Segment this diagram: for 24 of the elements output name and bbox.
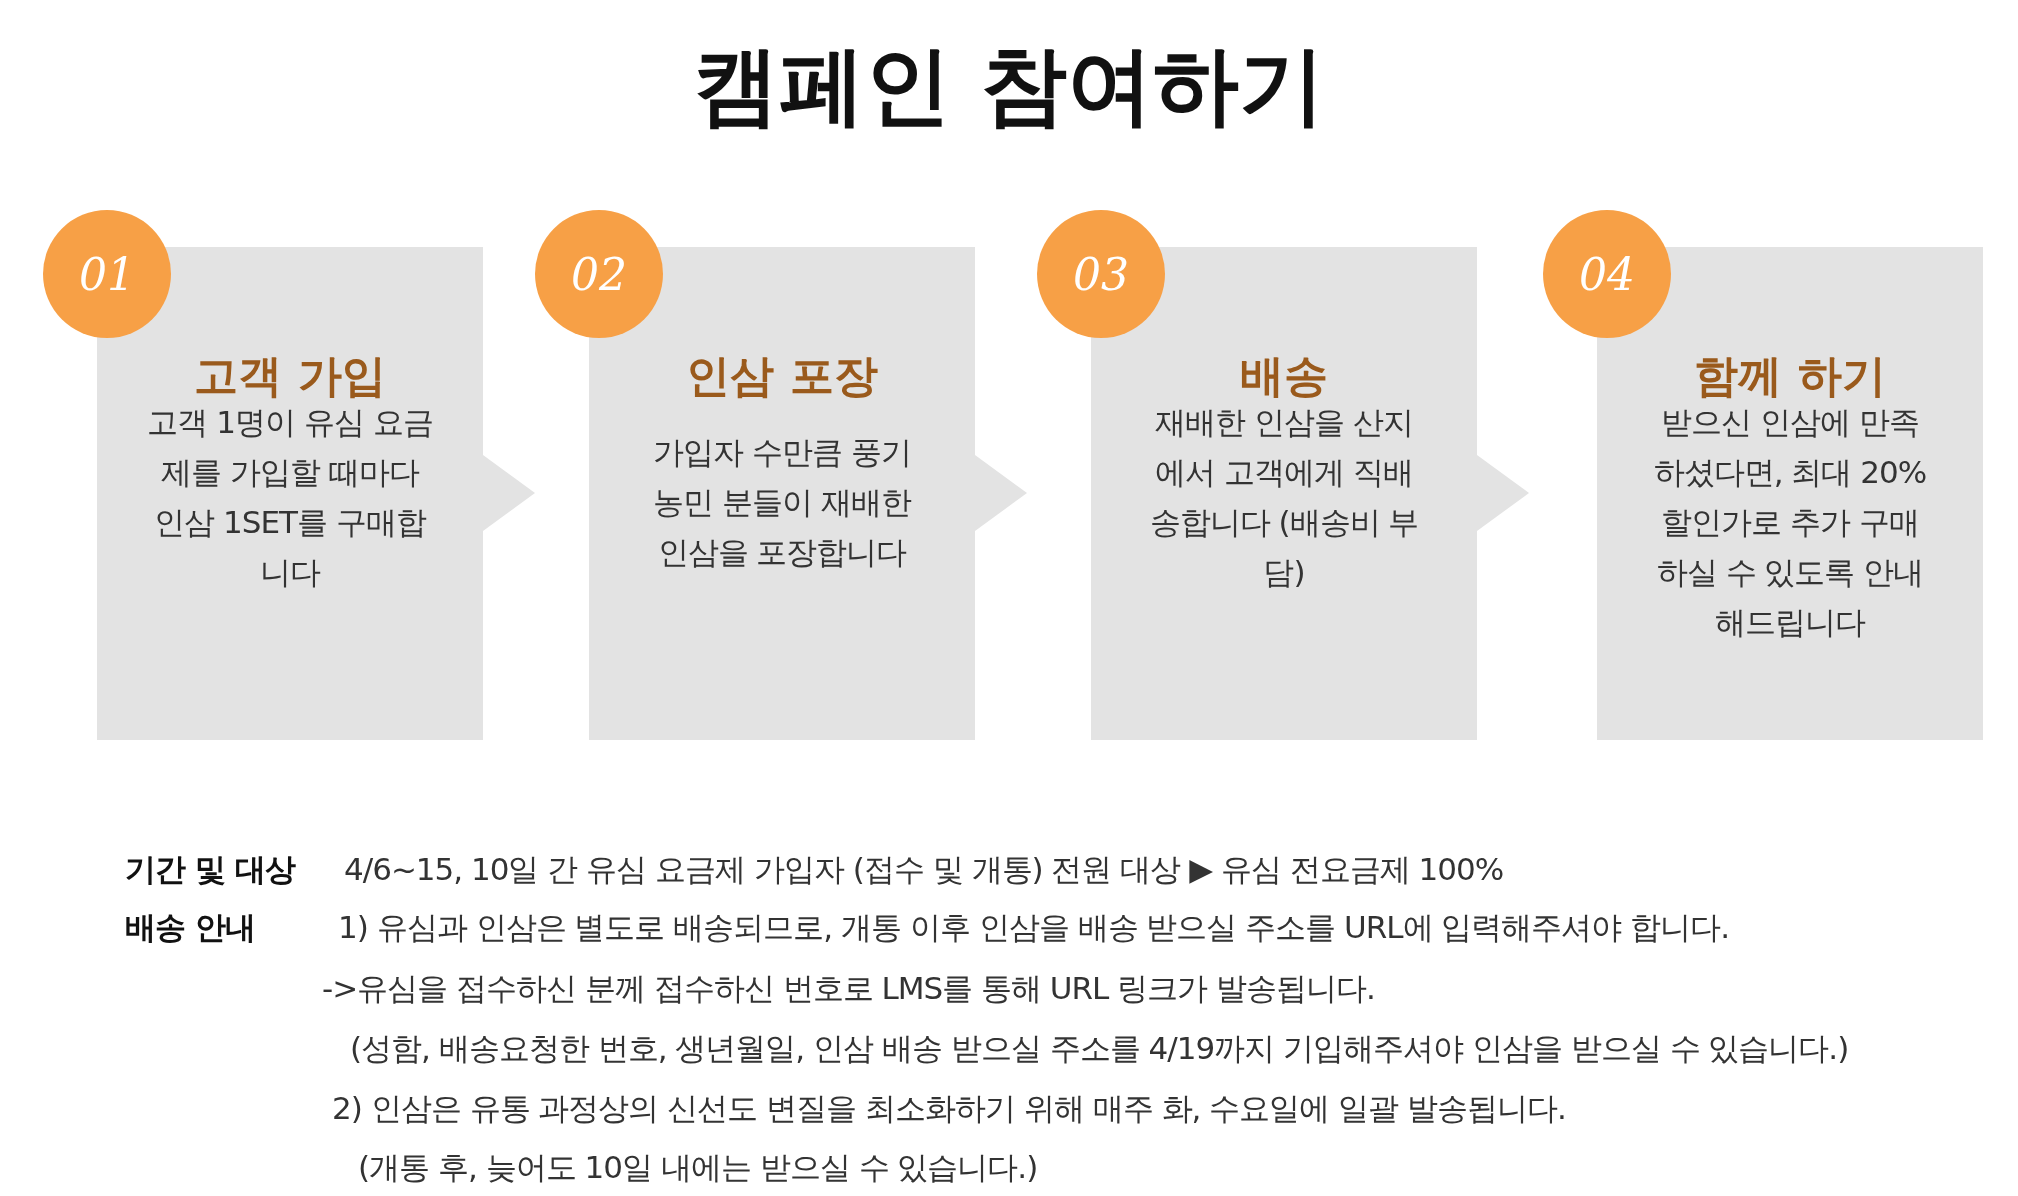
step-number-circle: 02 (535, 210, 663, 338)
step-number-circle: 01 (43, 210, 171, 338)
step-description: 고객 1명이 유심 요금제를 가입할 때마다 인삼 1SET를 구매합니다 (147, 403, 433, 592)
section-label: 배송 안내 (125, 908, 255, 947)
step-heading: 인삼 포장 (685, 349, 879, 403)
step-heading: 고객 가입 (193, 349, 387, 403)
chevron-arrow (975, 455, 1027, 531)
step-number-circle: 04 (1543, 210, 1671, 338)
step-description: 받으신 인삼에 만족하셨다면, 최대 20% 할인가로 추가 구매하실 수 있도록 안내 해드립니다 (1652, 403, 1928, 642)
note-text: 2) 인삼은 유통 과정상의 신선도 변질을 최소화하기 위해 매주 화, 수요일에 일괄 발송됩니다. (332, 1089, 1566, 1128)
chevron-arrow (483, 455, 535, 531)
note-text: (개통 후, 늦어도 10일 내에는 받으실 수 있습니다.) (358, 1148, 1038, 1187)
step-heading: 함께 하기 (1693, 349, 1887, 403)
step-heading: 배송 (1239, 349, 1329, 403)
step-description: 재배한 인삼을 산지에서 고객에게 직배송합니다 (배송비 부담) (1148, 403, 1420, 592)
note-text: 1) 유심과 인삼은 별도로 배송되므로, 개통 이후 인삼을 배송 받으실 주소를 URL에 입력해주셔야 합니다. (338, 908, 1730, 947)
note-text: ->유심을 접수하신 분께 접수하신 번호로 LMS를 통해 URL 링크가 발송됩니다. (322, 969, 1375, 1008)
note-text: (성함, 배송요청한 번호, 생년월일, 인삼 배송 받으실 주소를 4/19까지 기입해주셔야 인삼을 받으실 수 있습니다.) (350, 1029, 1849, 1068)
step-description: 가입자 수만큼 풍기 농민 분들이 재배한 인삼을 포장합니다 (652, 433, 913, 572)
step-number-circle: 03 (1037, 210, 1165, 338)
note-text: 4/6~15, 10일 간 유심 요금제 가입자 (접수 및 개통) 전원 대상 ▶ 유심 전요금제 100% (344, 850, 1504, 889)
title: 캠페인 참여하기 (692, 34, 1326, 137)
section-label: 기간 및 대상 (125, 850, 295, 889)
chevron-arrow (1477, 455, 1529, 531)
